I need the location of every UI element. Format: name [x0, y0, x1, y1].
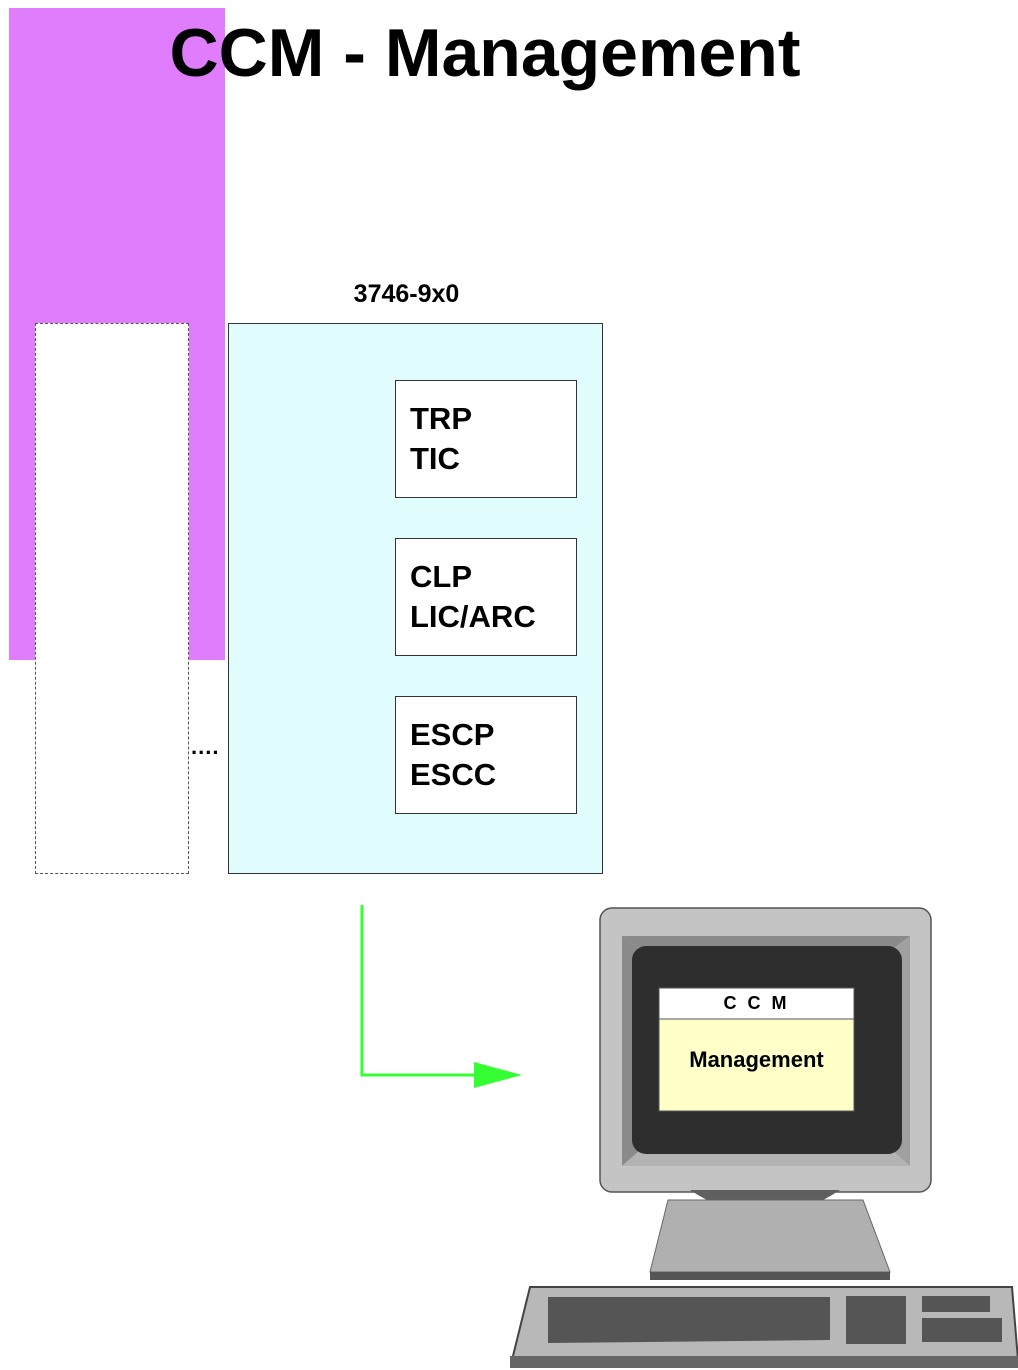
green-arrow-icon [360, 905, 522, 1088]
monitor-icon [599, 907, 932, 1280]
card-trp-tic: TRP TIC [395, 380, 577, 498]
keyboard-icon [510, 1286, 1018, 1368]
card-escp-escc: ESCP ESCC [395, 696, 577, 814]
page-title: CCM - Management [169, 15, 801, 91]
card-line2: LIC/ARC [410, 599, 536, 634]
card-line2: ESCC [410, 757, 497, 792]
dashed-host-box [35, 323, 189, 874]
card-clp-lic: CLP LIC/ARC [395, 538, 577, 656]
card-line1: ESCP [410, 717, 495, 752]
card-line1: TRP [410, 401, 472, 436]
device-label: 3746-9x0 [353, 280, 460, 308]
card-line2: TIC [410, 441, 460, 476]
card-line1: CLP [410, 559, 472, 594]
screen-window-text: Management [689, 1047, 824, 1072]
screen-window-title: C C M [723, 993, 790, 1013]
